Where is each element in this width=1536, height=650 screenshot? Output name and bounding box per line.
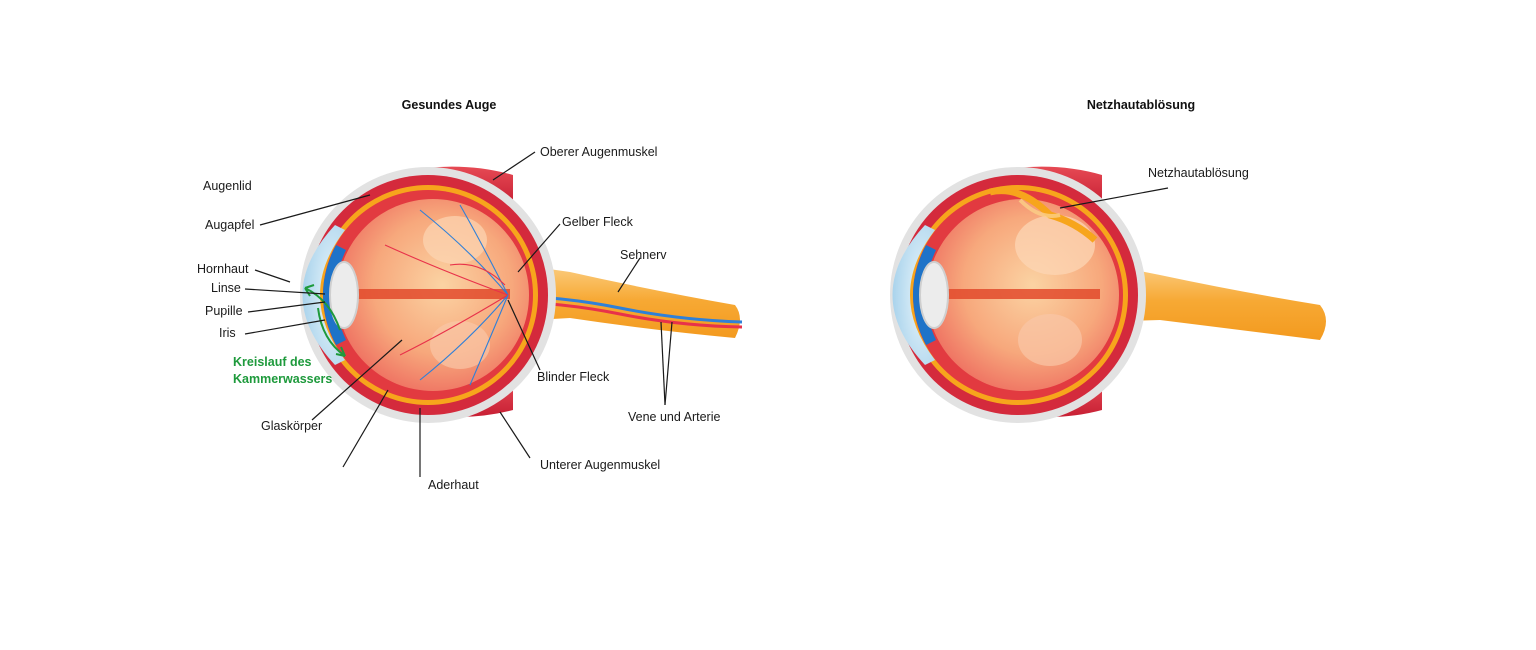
cornea-2 [892,225,935,365]
lens [329,261,359,329]
label-pupille: Pupille [205,304,243,318]
label-glaskoerper: Glaskörper [261,419,322,433]
label-augapfel: Augapfel [205,218,254,232]
label-blinder-fleck: Blinder Fleck [537,370,610,384]
label-netzhautabloesung: Netzhautablösung [1148,166,1249,180]
healthy-eye [300,166,743,423]
leader-netzhautabloesung [1059,187,1169,209]
label-linse: Linse [211,281,241,295]
optic-nerve-2 [1095,262,1326,340]
label-unterer-augenmuskel: Unterer Augenmuskel [540,458,660,472]
label-vene-und-arterie: Vene und Arterie [628,410,720,424]
aqueous-circulation-arrows [304,284,346,357]
lens-2 [919,261,949,329]
label-gelber-fleck: Gelber Fleck [562,215,634,229]
label-iris: Iris [219,326,236,340]
label-sehnerv: Sehnerv [620,248,667,262]
title-retinal-detachment: Netzhautablösung [1087,98,1195,112]
retinal-vessels [384,204,509,386]
label-kreislauf-line2: Kammerwassers [233,372,332,386]
label-hornhaut: Hornhaut [197,262,249,276]
optic-nerve [500,262,740,338]
cornea [302,225,345,365]
label-oberer-augenmuskel: Oberer Augenmuskel [540,145,657,159]
label-kreislauf-line1: Kreislauf des [233,355,312,369]
detachment-eye [890,166,1326,423]
leader-lines-healthy [244,151,673,477]
label-augenlid: Augenlid [203,179,252,193]
label-aderhaut: Aderhaut [428,478,479,492]
title-healthy-eye: Gesundes Auge [402,98,497,112]
